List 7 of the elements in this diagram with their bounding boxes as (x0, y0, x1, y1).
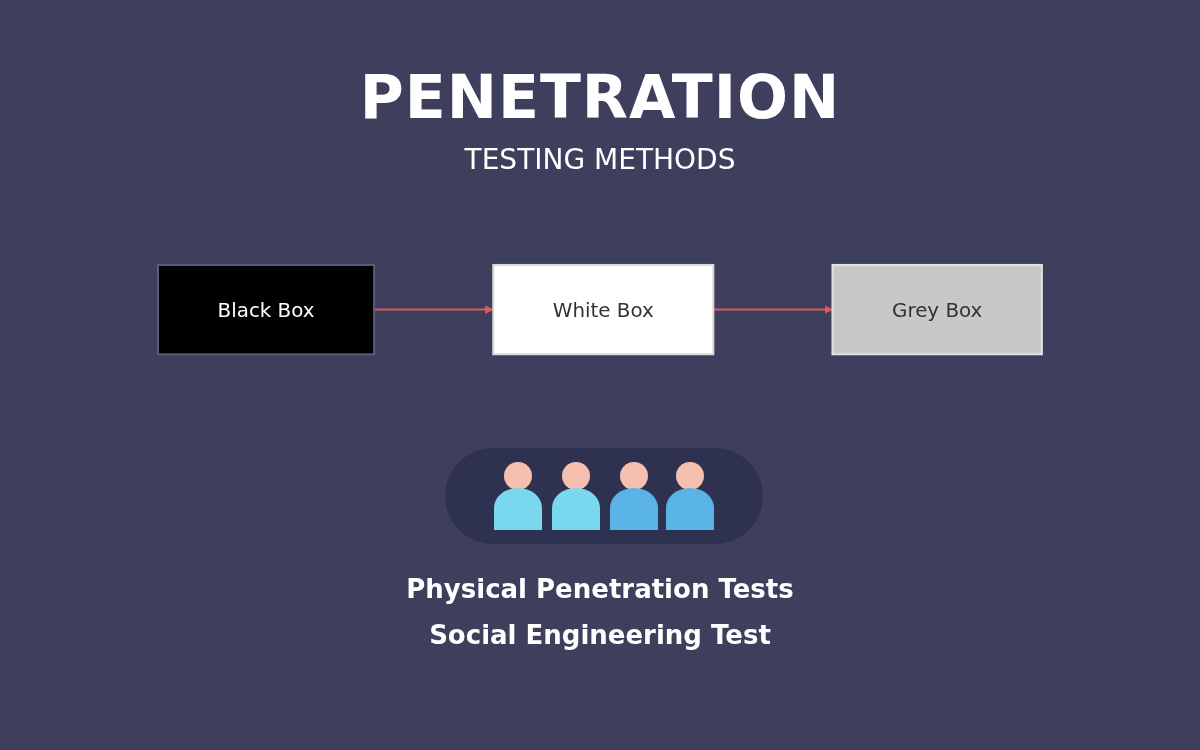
subtitle: TESTING METHODS (464, 143, 736, 176)
method-label: Physical Penetration Tests (406, 574, 794, 604)
node-box: Grey Box (831, 264, 1043, 356)
method-label: Social Engineering Test (429, 620, 771, 650)
node-box: Black Box (157, 264, 376, 356)
title: PENETRATION (359, 62, 841, 132)
node-box: White Box (492, 264, 715, 356)
